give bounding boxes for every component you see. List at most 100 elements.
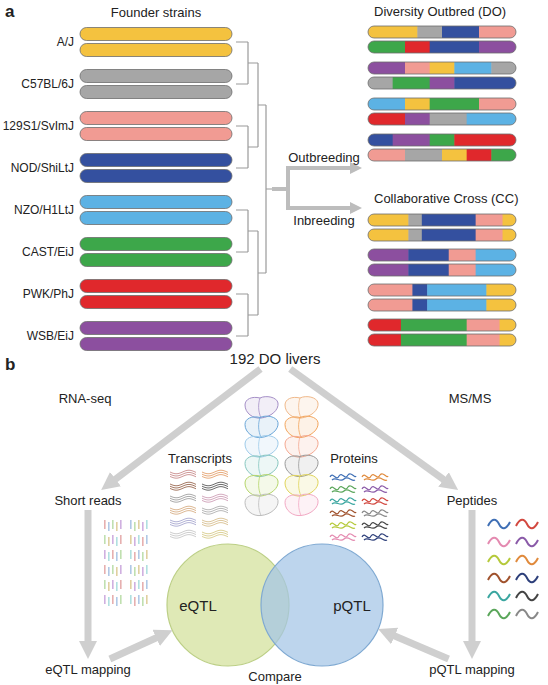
liver-outline bbox=[285, 475, 318, 496]
flow-arrow bbox=[389, 634, 449, 659]
liver-outline bbox=[285, 397, 318, 418]
peptide bbox=[516, 556, 538, 565]
haplotype-segment bbox=[405, 62, 430, 74]
haplotype-segment bbox=[430, 41, 480, 53]
transcript-strand bbox=[202, 475, 228, 479]
transcript-strand bbox=[170, 535, 196, 539]
chromosome-outline bbox=[368, 77, 516, 89]
haplotype-segment bbox=[368, 264, 409, 276]
mosaic-chromosome bbox=[368, 284, 516, 296]
short-read bbox=[142, 552, 144, 561]
short-read bbox=[104, 535, 106, 544]
haplotype-segment bbox=[491, 62, 516, 74]
liver-icon bbox=[245, 436, 278, 457]
short-read bbox=[138, 550, 140, 559]
haplotype-segment bbox=[454, 62, 492, 74]
node-text: pQTL bbox=[333, 598, 371, 613]
haplotype-segment bbox=[476, 214, 503, 226]
method-label: MS/MS bbox=[449, 391, 492, 406]
mosaic-chromosome bbox=[368, 149, 516, 161]
short-read bbox=[104, 520, 106, 529]
strain-name: NOD/ShiLtJ bbox=[11, 161, 74, 176]
short-read bbox=[116, 537, 118, 546]
liver-icon bbox=[285, 455, 318, 476]
strain-name: A/J bbox=[57, 35, 74, 50]
node-text: 192 DO livers bbox=[230, 351, 321, 366]
node-text: eQTL bbox=[179, 598, 217, 613]
short-read bbox=[130, 595, 132, 604]
flow-arrow bbox=[110, 369, 260, 483]
haplotype-segment bbox=[368, 284, 413, 296]
short-read bbox=[104, 550, 106, 559]
protein-icon bbox=[362, 498, 388, 505]
protein-fold bbox=[362, 534, 388, 538]
peptide-icons bbox=[488, 520, 538, 619]
haplotype-segment bbox=[442, 26, 480, 38]
chromosome-outline bbox=[368, 229, 516, 241]
venn-circle: pQTL bbox=[260, 543, 384, 667]
haplotype-segment bbox=[368, 134, 393, 146]
outbred-group: Diversity Outbred (DO) bbox=[362, 0, 538, 180]
liver-lobe bbox=[259, 437, 261, 457]
chromosome-bar bbox=[80, 44, 232, 57]
transcript-strand bbox=[202, 523, 228, 527]
liver-icon bbox=[245, 494, 278, 515]
liver-icon bbox=[285, 436, 318, 457]
haplotype-segment bbox=[408, 249, 449, 261]
liver-icon bbox=[285, 475, 318, 496]
short-read bbox=[138, 565, 140, 574]
liver-icon bbox=[245, 397, 278, 418]
haplotype-segment bbox=[405, 98, 430, 110]
short-read bbox=[134, 537, 136, 546]
mosaic-chromosome bbox=[368, 77, 516, 89]
node-text: Founder strains bbox=[111, 5, 201, 20]
short-read bbox=[134, 582, 136, 591]
liver-icons bbox=[245, 397, 318, 516]
short-read bbox=[108, 582, 110, 591]
short-read bbox=[130, 535, 132, 544]
panel-letter: a bbox=[5, 4, 14, 19]
mosaic-chromosome bbox=[368, 113, 516, 125]
short-read bbox=[130, 580, 132, 589]
liver-lobe bbox=[259, 418, 261, 438]
mosaic-chromosome bbox=[368, 319, 516, 331]
haplotype-segment bbox=[467, 319, 500, 331]
short-read bbox=[108, 597, 110, 606]
chromosome-outline bbox=[368, 41, 516, 53]
haplotype-segment bbox=[401, 334, 467, 346]
liver-lobe bbox=[299, 418, 301, 438]
compare-label: Compare bbox=[248, 669, 301, 684]
short-read bbox=[146, 595, 148, 604]
liver-lobe bbox=[299, 457, 301, 477]
protein-fold bbox=[364, 526, 387, 529]
protein-fold bbox=[364, 490, 387, 493]
short-read bbox=[142, 582, 144, 591]
chromosome-outline bbox=[368, 299, 516, 311]
haplotype-segment bbox=[486, 284, 516, 296]
haplotype-segment bbox=[476, 249, 516, 261]
protein-icon bbox=[362, 522, 388, 529]
haplotype-segment bbox=[368, 62, 406, 74]
short-read bbox=[120, 535, 122, 544]
panel-letter: b bbox=[5, 357, 15, 372]
chromosome-outline bbox=[368, 134, 516, 146]
flow-arrow bbox=[272, 189, 354, 208]
short-read bbox=[108, 537, 110, 546]
protein-fold bbox=[362, 522, 388, 526]
chromosome-bar bbox=[80, 154, 232, 167]
chromosome-bar bbox=[80, 238, 232, 251]
mosaic-chromosome bbox=[368, 214, 516, 226]
protein-fold bbox=[330, 522, 356, 526]
flow-arrow bbox=[290, 369, 448, 483]
mosaic-chromosome bbox=[368, 26, 516, 38]
protein-icon bbox=[362, 510, 388, 517]
molecule-label: Transcripts bbox=[168, 451, 232, 466]
protein-fold bbox=[362, 498, 388, 502]
short-read bbox=[138, 580, 140, 589]
mosaic-chromosome bbox=[368, 62, 516, 74]
liver-lobe bbox=[299, 476, 301, 496]
chromosome-bar bbox=[80, 28, 232, 41]
strain-name: WSB/EiJ bbox=[27, 329, 74, 344]
haplotype-segment bbox=[422, 229, 476, 241]
venn-circle-shape bbox=[261, 544, 383, 666]
